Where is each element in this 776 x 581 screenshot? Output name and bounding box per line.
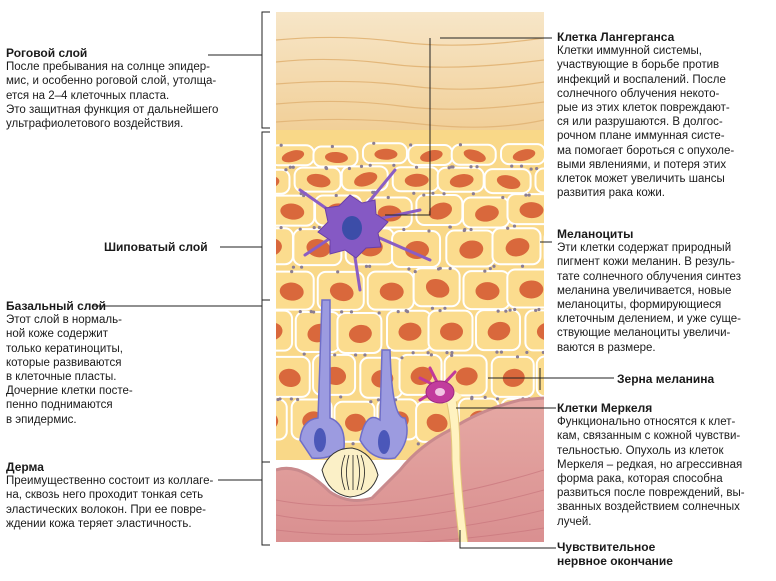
stratum-corneum-label: Роговой слой После пребывания на солнце … — [6, 46, 258, 131]
melanin-granules-title: Зерна меланина — [617, 372, 715, 386]
dividing-basal-cell — [321, 447, 379, 498]
basal-membrane — [276, 396, 544, 502]
melanocytes-title: Меланоциты — [557, 227, 634, 241]
langerhans-cell — [298, 168, 432, 292]
merkel-cell — [418, 366, 457, 404]
stratum-basale-label: Базальный слой Этот слой в нормаль- ной … — [6, 299, 206, 427]
merkel-title: Клетки Меркеля — [557, 401, 653, 415]
stratum-basale-text: Этот слой в нормаль- ной коже содержит т… — [6, 314, 133, 426]
melanocyte-cells — [299, 299, 408, 460]
melanocytes-label: Меланоциты Эти клетки содержат природный… — [557, 227, 773, 355]
merkel-text: Функционально относятся к клет- кам, свя… — [557, 416, 745, 528]
merkel-label: Клетки Меркеля Функционально относятся к… — [557, 401, 773, 529]
melanin-granules-label: Зерна меланина — [617, 372, 773, 386]
stratum-basale-title: Базальный слой — [6, 299, 106, 313]
dermis-title: Дерма — [6, 460, 44, 474]
sensory-nerve-ending — [444, 394, 469, 542]
dermis-fibers — [276, 469, 544, 542]
corneum-strata-lines — [276, 36, 544, 128]
langerhans-text: Клетки иммунной системы, участвующие в б… — [557, 45, 735, 200]
melanocytes-text: Эти клетки содержат природный пигмент ко… — [557, 242, 742, 354]
stratum-spinosum-label: Шиповатый слой — [104, 240, 254, 254]
stratum-corneum-text: После пребывания на солнце эпидер- мис, … — [6, 61, 219, 131]
leader-lines — [92, 11, 614, 549]
dermis-text: Преимущественно состоит из коллаге- на, … — [6, 475, 214, 530]
stratum-spinosum-title: Шиповатый слой — [104, 240, 208, 254]
nerve-ending-title: Чувствительное нервное окончание — [557, 540, 673, 569]
dermis-label: Дерма Преимущественно состоит из коллаге… — [6, 460, 260, 531]
nerve-ending-label: Чувствительное нервное окончание — [557, 540, 773, 568]
langerhans-label: Клетка Лангерганса Клетки иммунной систе… — [557, 30, 773, 200]
stratum-corneum-layer — [276, 12, 544, 132]
stratum-corneum-title: Роговой слой — [6, 46, 88, 60]
langerhans-title: Клетка Лангерганса — [557, 30, 675, 44]
